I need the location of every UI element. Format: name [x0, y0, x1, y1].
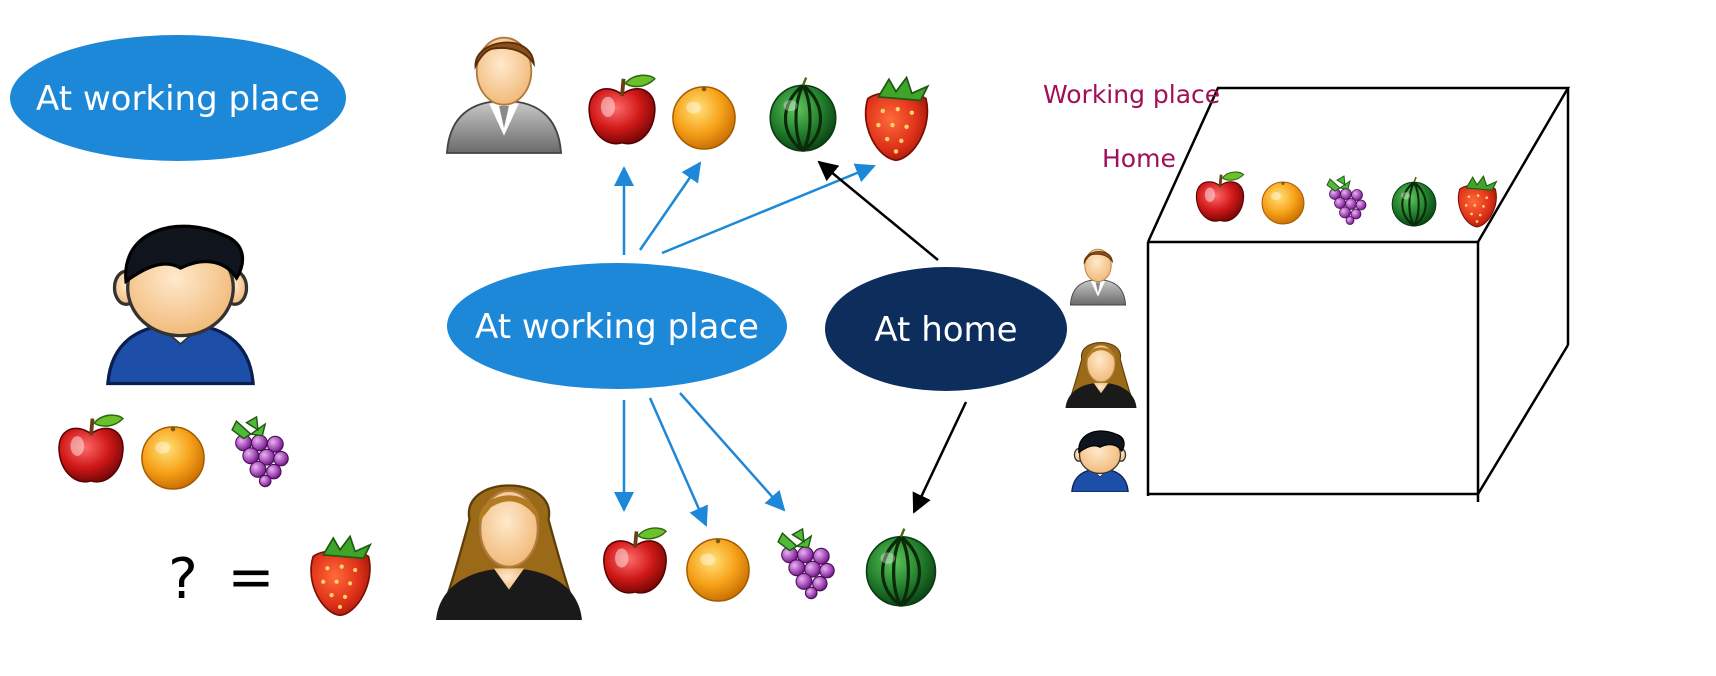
- prediction-equation: ? =: [168, 535, 372, 617]
- apple-icon: [604, 528, 666, 593]
- question-mark: ?: [168, 547, 198, 612]
- boy-user-icon: [1071, 430, 1129, 492]
- man-user-icon: [445, 36, 563, 155]
- woman-row: [434, 484, 938, 620]
- apple-icon: [1194, 170, 1246, 223]
- cube-edges: [1146, 86, 1571, 502]
- arrow-work-to-woman-orange: [648, 397, 708, 527]
- arrow-home-to-man-watermelon: [817, 160, 939, 261]
- center-oval-label: At working place: [475, 307, 759, 347]
- left-oval-label: At working place: [36, 79, 320, 119]
- grape-icon: [231, 416, 290, 488]
- orange-icon: [1261, 181, 1305, 225]
- woman-user-icon: [434, 484, 584, 620]
- boy-user-icon: [106, 224, 255, 386]
- left-working-place-oval: At working place: [10, 35, 346, 161]
- watermelon-icon: [768, 75, 838, 153]
- cube-item-axis: [1194, 170, 1498, 228]
- strawberry-icon: [864, 76, 929, 162]
- apple-icon: [589, 75, 655, 143]
- home-oval-label: At home: [874, 310, 1017, 350]
- arrow-work-to-man-orange: [638, 161, 702, 251]
- home-oval: At home: [825, 267, 1067, 391]
- man-user-icon: [1069, 248, 1127, 306]
- cube-working-place-label: Working place: [1043, 80, 1220, 109]
- orange-icon: [141, 426, 205, 490]
- grape-icon: [1326, 175, 1367, 226]
- orange-icon: [672, 86, 736, 150]
- tensor-cube: Working place Home: [1043, 80, 1571, 502]
- equals-sign: =: [228, 545, 275, 610]
- man-row: [445, 36, 929, 162]
- arrow-home-to-woman-watermelon: [912, 401, 968, 514]
- watermelon-icon: [1391, 175, 1437, 228]
- apple-icon: [59, 415, 123, 482]
- left-panel: At working place ? =: [10, 35, 372, 617]
- watermelon-icon: [864, 526, 938, 608]
- strawberry-icon: [310, 535, 372, 617]
- woman-user-icon: [1064, 341, 1138, 408]
- orange-icon: [686, 538, 750, 602]
- black-arrows: [817, 160, 968, 514]
- arrow-work-to-woman-grape: [679, 392, 786, 512]
- arrow-work-to-man-strawberry: [661, 163, 876, 255]
- cube-user-axis: [1064, 248, 1138, 492]
- cube-home-label: Home: [1102, 144, 1176, 173]
- grape-icon: [777, 528, 836, 600]
- center-working-place-oval: At working place: [447, 263, 787, 389]
